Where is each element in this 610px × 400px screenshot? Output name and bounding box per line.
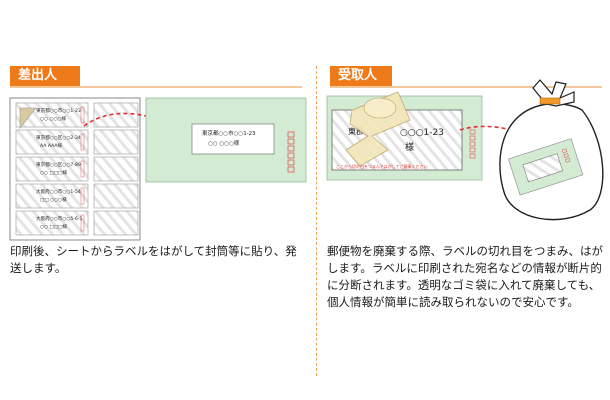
sender-description: 印刷後、シートからラベルをはがして封筒等に貼り、発送します。	[10, 244, 297, 275]
postal-code-boxes	[287, 131, 295, 173]
section-divider	[316, 66, 317, 376]
recipient-postal-boxes	[469, 129, 476, 159]
sheet-label	[15, 183, 89, 209]
envelope-address: 東京都○○市○○1-23	[202, 129, 256, 137]
sheet-label-name: ○○ ○○○様	[40, 115, 67, 122]
envelope-label	[191, 123, 275, 155]
sheet-postal-mark	[80, 214, 85, 232]
envelope: 東京都○○市○○1-23 ○○ ○○○様	[145, 97, 307, 183]
label-footer-note: ここから切れ目をつまんではがしてご廃棄ください	[336, 163, 428, 169]
sheet-label	[15, 210, 89, 236]
sender-badge: 差出人	[10, 66, 80, 86]
sheet-postal-mark	[80, 106, 85, 124]
sheet-label-address: 東京都○○市○○1-23	[36, 107, 81, 114]
recipient-description: 郵便物を廃棄する際、ラベルの切れ目をつまみ、はがします。ラベルに印刷された宛名な…	[327, 244, 603, 309]
sheet-label-name: AA AAA様	[40, 142, 63, 149]
sheet-label	[15, 156, 89, 182]
sheet-label	[93, 102, 139, 128]
sheet-label-name: □□ ○○○様	[40, 196, 67, 203]
sheet-label	[93, 129, 139, 155]
sender-header-rule	[10, 86, 302, 88]
label-fragment-name: 様	[405, 141, 414, 153]
peeled-tab	[363, 97, 397, 119]
sheet-label-address: 東京都○○区○○2-34	[36, 134, 81, 141]
peeled-corner	[19, 107, 37, 129]
sheet-label	[15, 129, 89, 155]
sheet-label	[93, 183, 139, 209]
trash-bag-icon	[499, 79, 604, 221]
sheet-label	[93, 156, 139, 182]
sheet-postal-mark	[80, 133, 85, 151]
recipient-envelope: ○○○1-23 様 東郡 ここから切れ目をつまんではがしてご廃棄ください	[326, 91, 483, 181]
recipient-header-rule	[330, 86, 602, 88]
sheet-postal-mark	[80, 160, 85, 178]
recipient-badge: 受取人	[330, 66, 392, 86]
sheet-postal-mark	[80, 187, 85, 205]
envelope-name: ○○ ○○○様	[208, 139, 240, 147]
label-fragment-address: ○○○1-23	[400, 128, 444, 138]
sheet-label-address: 東京都○○区○○7-89	[36, 161, 81, 168]
sheet-label	[93, 210, 139, 236]
sheet-label-name: ○○ □□□様	[40, 223, 67, 230]
bag-tie	[539, 97, 561, 105]
sheet-label-name: ○○ □□□様	[40, 169, 67, 176]
label-fragment-prefix: 東郡	[348, 126, 364, 136]
sheet-label-address: 大阪府○○市○○1-54	[36, 188, 81, 195]
sheet-label-address: 大阪府○○市○○5-6-1	[36, 215, 83, 222]
